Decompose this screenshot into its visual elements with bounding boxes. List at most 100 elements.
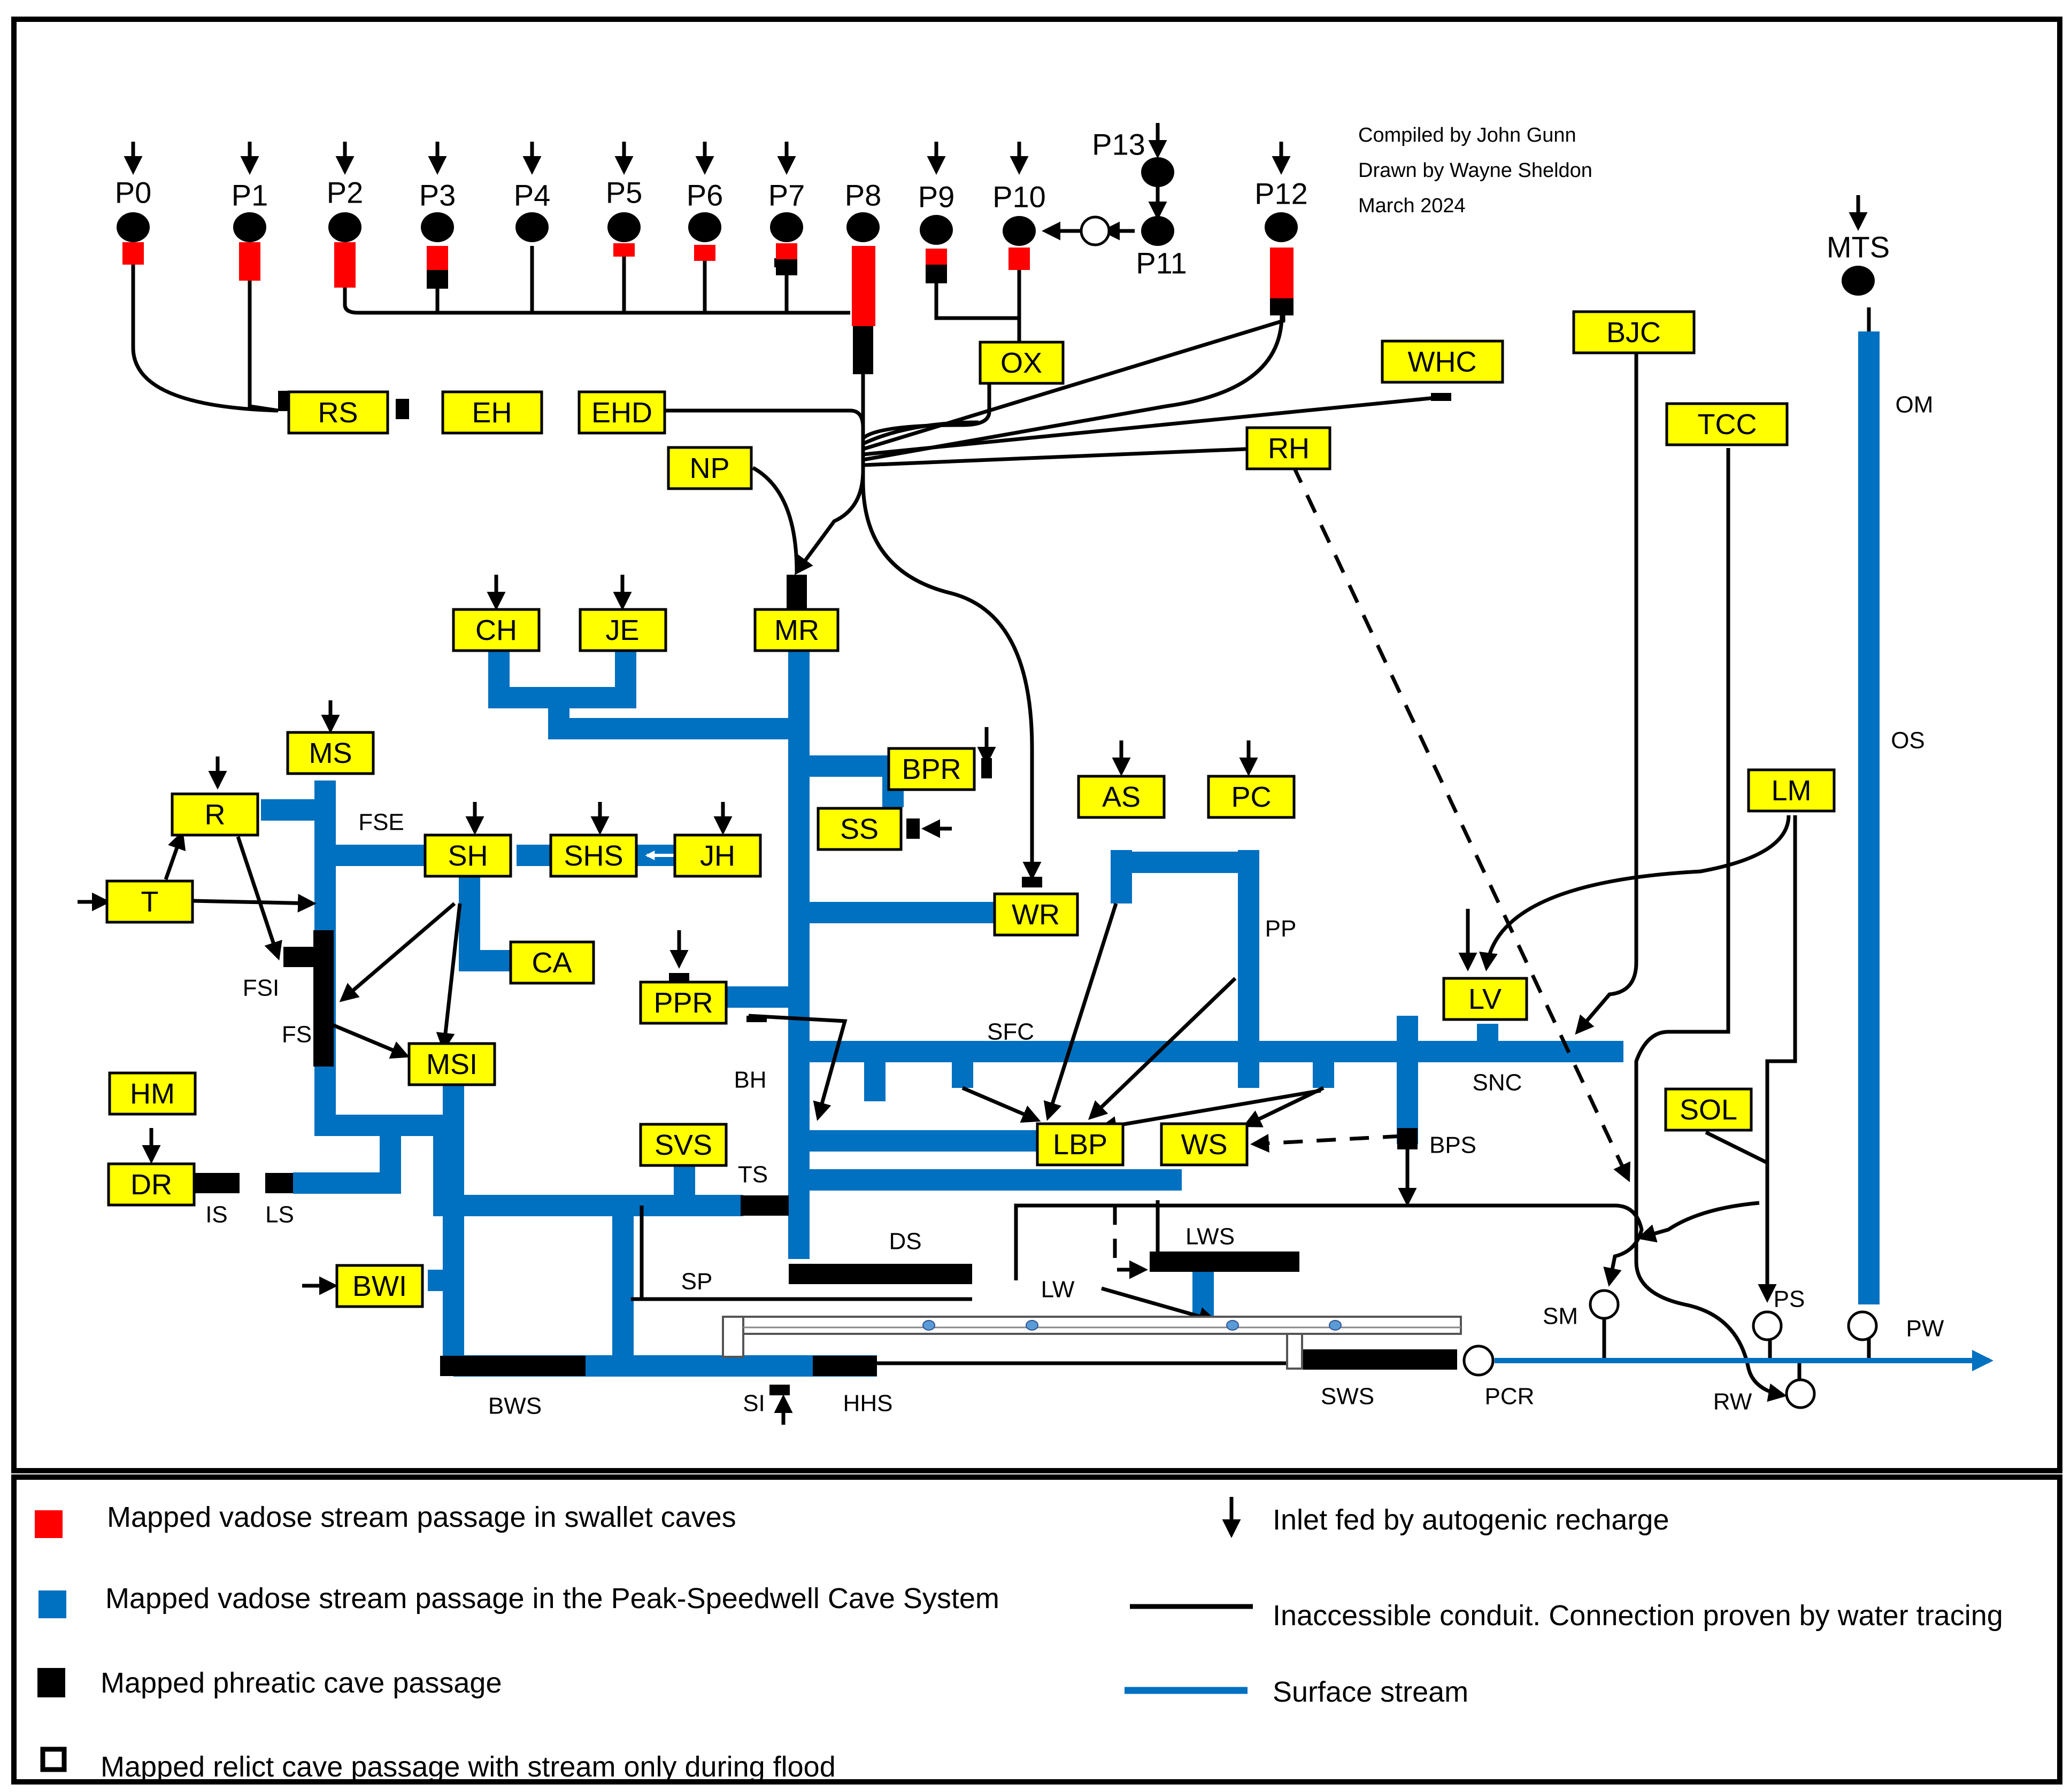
box-msi: MSI xyxy=(426,1048,478,1080)
swallet-sinks xyxy=(117,157,1875,296)
box-je: JE xyxy=(605,614,639,646)
box-rh: RH xyxy=(1268,432,1310,465)
label-sm: SM xyxy=(1543,1303,1578,1330)
label-bh: BH xyxy=(734,1067,766,1093)
swallet-label-p3: P3 xyxy=(419,179,456,212)
swallet-label-p8: P8 xyxy=(845,179,882,212)
box-r: R xyxy=(205,799,226,831)
box-svs: SVS xyxy=(655,1129,712,1161)
label-fse: FSE xyxy=(358,809,404,836)
swallet-label-p6: P6 xyxy=(687,179,723,212)
swallet-labels: P0 P1 P2 P3 P4 P5 P6 P7 P8 P9 P10 P11 P1… xyxy=(115,128,1890,280)
legend-swatch-white xyxy=(40,1747,67,1772)
label-ts: TS xyxy=(738,1162,768,1188)
swallet-vadose-passages xyxy=(122,242,1294,326)
label-sp: SP xyxy=(681,1269,713,1295)
swallet-label-p0: P0 xyxy=(115,176,152,210)
box-lbp: LBP xyxy=(1053,1129,1107,1161)
inlet-arrows xyxy=(78,123,1868,1425)
box-as: AS xyxy=(1102,781,1141,813)
credit-compiler: Compiled by John Gunn xyxy=(1358,124,1576,146)
box-eh: EH xyxy=(472,397,512,429)
inaccessible-conduits xyxy=(131,184,1871,1402)
box-tcc: TCC xyxy=(1698,408,1757,441)
box-lv: LV xyxy=(1468,983,1502,1015)
box-sh: SH xyxy=(448,840,488,872)
label-rw: RW xyxy=(1713,1389,1752,1415)
swallet-label-p13: P13 xyxy=(1092,128,1145,161)
legend-white-text: Mapped relict cave passage with stream o… xyxy=(101,1751,836,1783)
swallet-label-p2: P2 xyxy=(327,176,364,210)
swallet-label-p5: P5 xyxy=(606,176,643,210)
legend-conduit-text: Inaccessible conduit. Connection proven … xyxy=(1273,1600,2003,1632)
box-bpr: BPR xyxy=(902,753,961,785)
box-ws: WS xyxy=(1181,1129,1228,1161)
legend-swatch-red xyxy=(35,1510,63,1538)
box-lm: LM xyxy=(1771,775,1811,807)
swallet-label-p1: P1 xyxy=(232,179,268,212)
box-wr: WR xyxy=(1012,899,1060,931)
box-ppr: PPR xyxy=(653,987,713,1019)
box-sol: SOL xyxy=(1680,1094,1737,1126)
label-lws: LWS xyxy=(1185,1224,1235,1250)
box-ch: CH xyxy=(475,614,517,646)
resurgences xyxy=(1080,215,1878,1409)
label-om: OM xyxy=(1896,392,1934,418)
box-rs: RS xyxy=(318,397,358,429)
label-si: SI xyxy=(743,1391,765,1417)
legend-swatch-blue xyxy=(39,1590,66,1618)
box-shs: SHS xyxy=(564,840,623,872)
label-ps: PS xyxy=(1774,1286,1805,1312)
credit-drafter: Drawn by Wayne Sheldon xyxy=(1358,159,1592,182)
swallet-label-p12: P12 xyxy=(1254,177,1308,211)
label-bps: BPS xyxy=(1429,1132,1476,1158)
legend-inlet-text: Inlet fed by autogenic recharge xyxy=(1273,1504,1669,1536)
legend-black-text: Mapped phreatic cave passage xyxy=(101,1667,502,1699)
legend-red-text: Mapped vadose stream passage in swallet … xyxy=(107,1501,736,1533)
label-pw: PW xyxy=(1906,1316,1944,1342)
credit-date: March 2024 xyxy=(1358,195,1466,217)
swallet-label-p4: P4 xyxy=(514,179,551,212)
label-sfc: SFC xyxy=(987,1019,1034,1045)
box-ms: MS xyxy=(309,737,352,769)
swallet-label-p11: P11 xyxy=(1136,246,1187,280)
label-bws: BWS xyxy=(488,1393,542,1419)
cave-boxes: RS EH EHD OX WHC BJC TCC RH NP MR CH JE … xyxy=(105,310,1836,1308)
box-whc: WHC xyxy=(1408,346,1477,378)
box-t: T xyxy=(141,886,159,918)
swallet-label-mts: MTS xyxy=(1827,230,1890,264)
passage-labels: OM OS FSE FSI FS PP SFC BH SNC BPS TS IS… xyxy=(205,392,1944,1419)
label-ls: LS xyxy=(265,1202,294,1228)
box-bjc: BJC xyxy=(1606,316,1661,349)
box-mr: MR xyxy=(774,614,819,646)
swallet-label-p10: P10 xyxy=(992,180,1046,214)
label-is: IS xyxy=(205,1202,228,1228)
label-fsi: FSI xyxy=(243,975,279,1001)
swallet-label-p9: P9 xyxy=(918,180,955,214)
relict-passage xyxy=(722,1316,1462,1370)
label-snc: SNC xyxy=(1473,1070,1522,1096)
box-dr: DR xyxy=(130,1169,172,1201)
blue-passages xyxy=(261,331,1880,1377)
box-ca: CA xyxy=(532,947,572,979)
label-os: OS xyxy=(1891,728,1925,754)
box-jh: JH xyxy=(700,840,735,872)
legend: Mapped vadose stream passage in swallet … xyxy=(35,1497,2003,1783)
legend-surface-text: Surface stream xyxy=(1273,1676,1468,1708)
box-hm: HM xyxy=(130,1078,175,1110)
box-ox: OX xyxy=(1000,347,1042,379)
label-hhs: HHS xyxy=(843,1391,893,1417)
box-np: NP xyxy=(689,452,729,484)
swallet-label-p7: P7 xyxy=(768,179,805,212)
legend-frame xyxy=(11,1474,2062,1785)
box-ss: SS xyxy=(840,813,879,845)
box-ehd: EHD xyxy=(591,397,652,429)
label-ds: DS xyxy=(889,1229,921,1255)
box-pc: PC xyxy=(1231,781,1271,813)
legend-swatch-black xyxy=(37,1668,65,1697)
box-bwi: BWI xyxy=(352,1270,407,1302)
diagram-frame xyxy=(11,17,2062,1473)
legend-blue-text: Mapped vadose stream passage in the Peak… xyxy=(105,1582,999,1615)
label-fs: FS xyxy=(282,1022,312,1048)
